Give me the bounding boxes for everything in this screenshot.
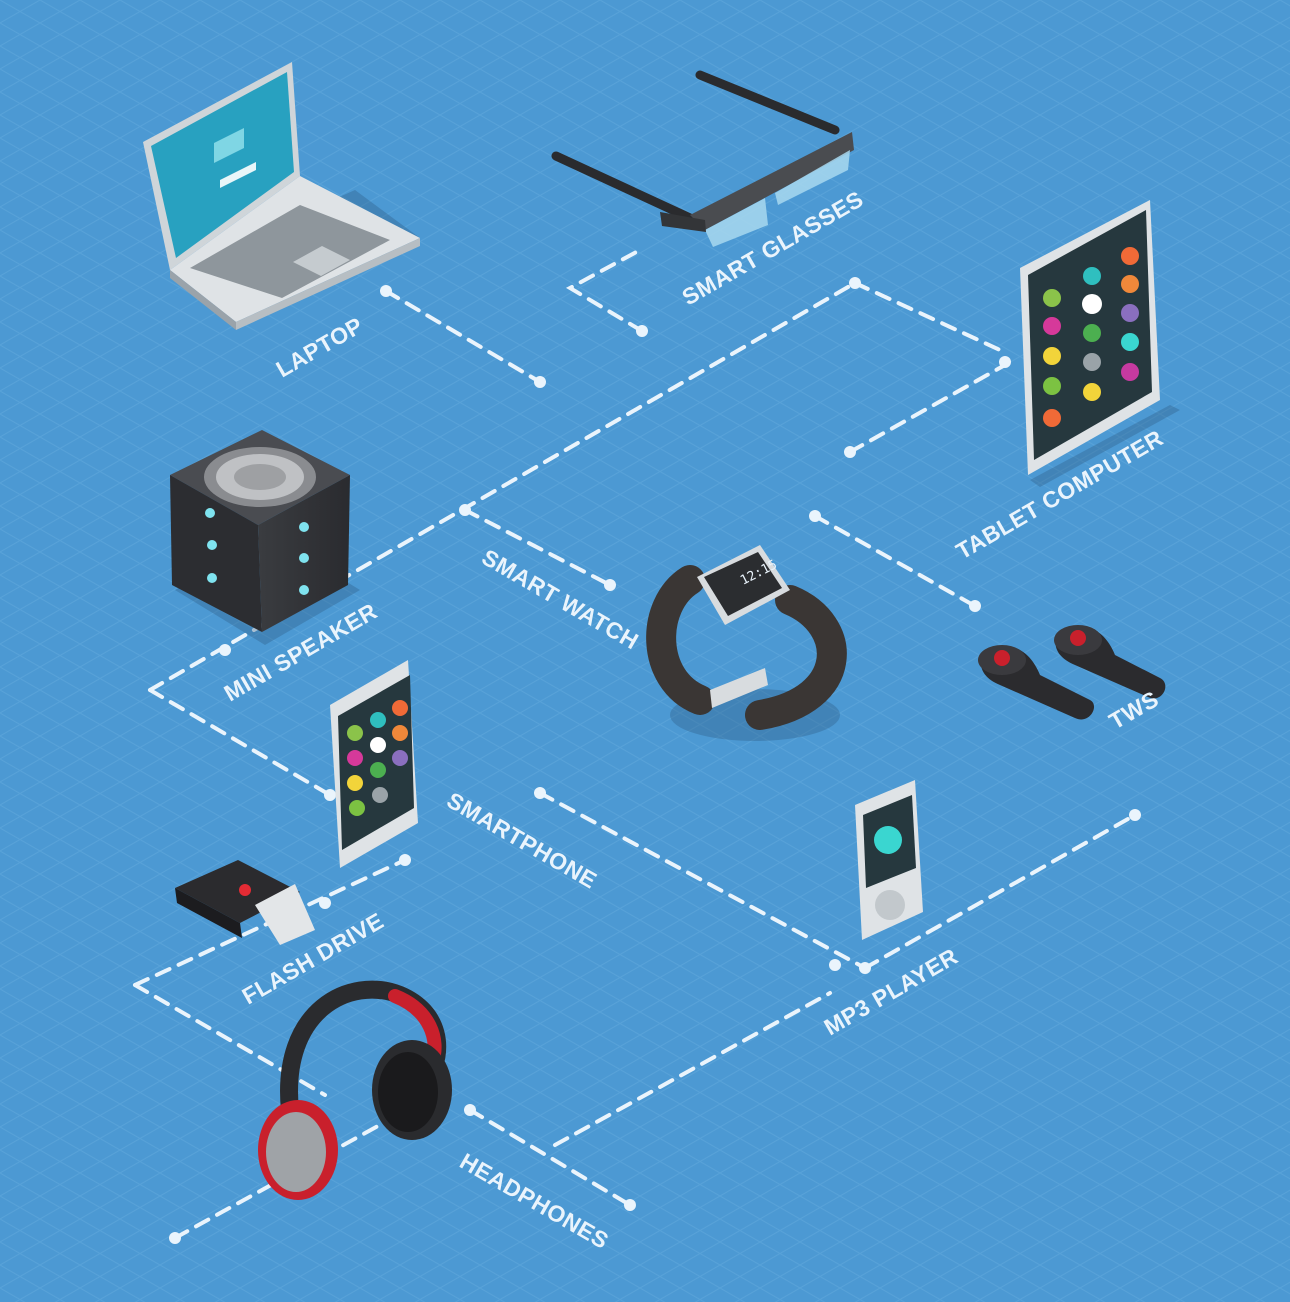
tws-illustration [978, 625, 1166, 720]
connector-mini-speaker-left [148, 688, 332, 797]
connector-tablet-lower [848, 363, 1007, 454]
headphones-illustration [258, 980, 452, 1200]
mp3-player-illustration [855, 780, 923, 940]
connector-mp3-right [863, 813, 1137, 970]
smartphone-app-icons [347, 700, 408, 816]
smart-watch-illustration: 12:15 [646, 545, 847, 741]
tablet-app-icons [1043, 247, 1139, 427]
smart-glasses-illustration [551, 70, 854, 247]
mini-speaker-illustration [170, 430, 360, 645]
laptop-illustration [143, 62, 420, 330]
connector-smart-glasses [565, 248, 644, 333]
connector-laptop [384, 289, 542, 384]
connector-headphones-mp3 [553, 991, 832, 1147]
tablet-illustration [1020, 200, 1180, 487]
connector-tws [813, 514, 977, 608]
smartphone-illustration [330, 660, 418, 868]
connector-smart-watch [463, 508, 612, 587]
connector-headphones-right [468, 1108, 632, 1207]
connector-smartphone-mp3 [538, 791, 867, 970]
flash-drive-illustration [175, 860, 315, 945]
